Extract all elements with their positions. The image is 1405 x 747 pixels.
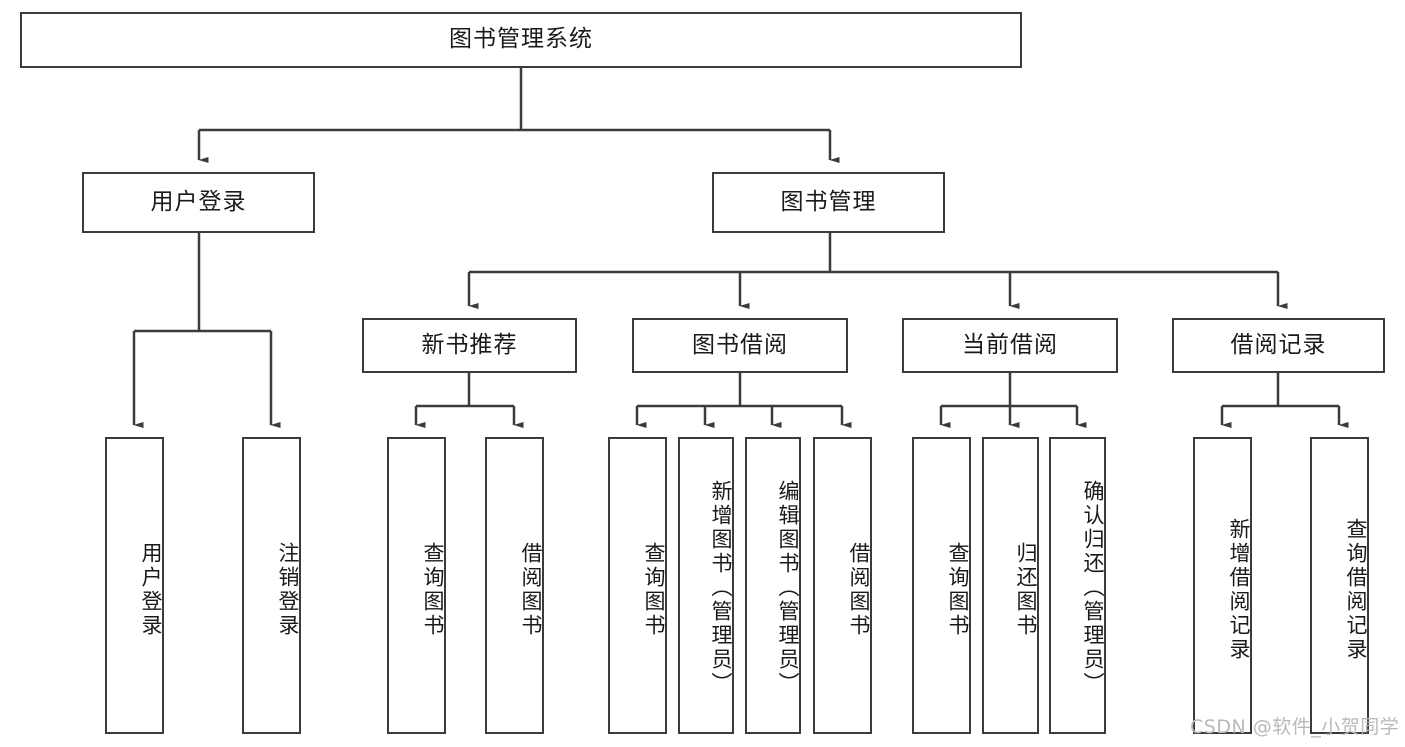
node-book-borrow[interactable]: 图书借阅 — [632, 318, 848, 373]
node-new-book-rec-label: 新书推荐 — [421, 331, 518, 358]
node-leaf-borrow-book-1-label: 借阅图书 — [519, 541, 543, 638]
node-leaf-user-login-label: 用户登录 — [139, 541, 163, 638]
node-leaf-add-record-label: 新增借阅记录 — [1227, 517, 1251, 662]
node-leaf-return-book-label: 归还图书 — [1014, 541, 1038, 638]
node-current-borrow[interactable]: 当前借阅 — [902, 318, 1118, 373]
node-leaf-borrow-book-2-label: 借阅图书 — [847, 541, 871, 638]
node-user-login[interactable]: 用户登录 — [82, 172, 315, 233]
node-leaf-borrow-book-2[interactable]: 借阅图书 — [813, 437, 872, 734]
node-book-borrow-label: 图书借阅 — [692, 331, 788, 358]
node-leaf-logout-label: 注销登录 — [276, 541, 300, 638]
node-leaf-query-book-1[interactable]: 查询图书 — [387, 437, 446, 734]
node-leaf-query-record-label: 查询借阅记录 — [1344, 517, 1368, 662]
node-borrow-record-label: 借阅记录 — [1230, 331, 1327, 358]
csdn-watermark: CSDN @软件_小贺同学 — [1190, 716, 1400, 738]
node-leaf-logout[interactable]: 注销登录 — [242, 437, 301, 734]
node-leaf-query-book-1-label: 查询图书 — [421, 541, 445, 638]
node-leaf-user-login[interactable]: 用户登录 — [105, 437, 164, 734]
node-book-manage-label: 图书管理 — [780, 188, 877, 215]
node-borrow-record[interactable]: 借阅记录 — [1172, 318, 1385, 373]
node-leaf-borrow-book-1[interactable]: 借阅图书 — [485, 437, 544, 734]
node-root[interactable]: 图书管理系统 — [20, 12, 1022, 68]
node-leaf-query-book-2[interactable]: 查询图书 — [608, 437, 667, 734]
node-leaf-add-record[interactable]: 新增借阅记录 — [1193, 437, 1252, 734]
node-leaf-query-record[interactable]: 查询借阅记录 — [1310, 437, 1369, 734]
node-new-book-rec[interactable]: 新书推荐 — [362, 318, 577, 373]
node-leaf-return-book[interactable]: 归还图书 — [982, 437, 1039, 734]
node-current-borrow-label: 当前借阅 — [962, 331, 1058, 358]
node-root-label: 图书管理系统 — [449, 26, 593, 53]
node-user-login-label: 用户登录 — [150, 188, 247, 215]
node-leaf-edit-book-label: 编辑图书（管理员） — [776, 479, 800, 696]
node-leaf-add-book[interactable]: 新增图书（管理员） — [678, 437, 734, 734]
node-leaf-query-book-3-label: 查询图书 — [946, 541, 970, 638]
node-leaf-confirm-return-label: 确认归还（管理员） — [1081, 479, 1105, 696]
node-leaf-confirm-return[interactable]: 确认归还（管理员） — [1049, 437, 1106, 734]
node-leaf-edit-book[interactable]: 编辑图书（管理员） — [745, 437, 801, 734]
node-leaf-query-book-2-label: 查询图书 — [642, 541, 666, 638]
node-book-manage[interactable]: 图书管理 — [712, 172, 945, 233]
node-leaf-add-book-label: 新增图书（管理员） — [709, 479, 733, 696]
node-leaf-query-book-3[interactable]: 查询图书 — [912, 437, 971, 734]
